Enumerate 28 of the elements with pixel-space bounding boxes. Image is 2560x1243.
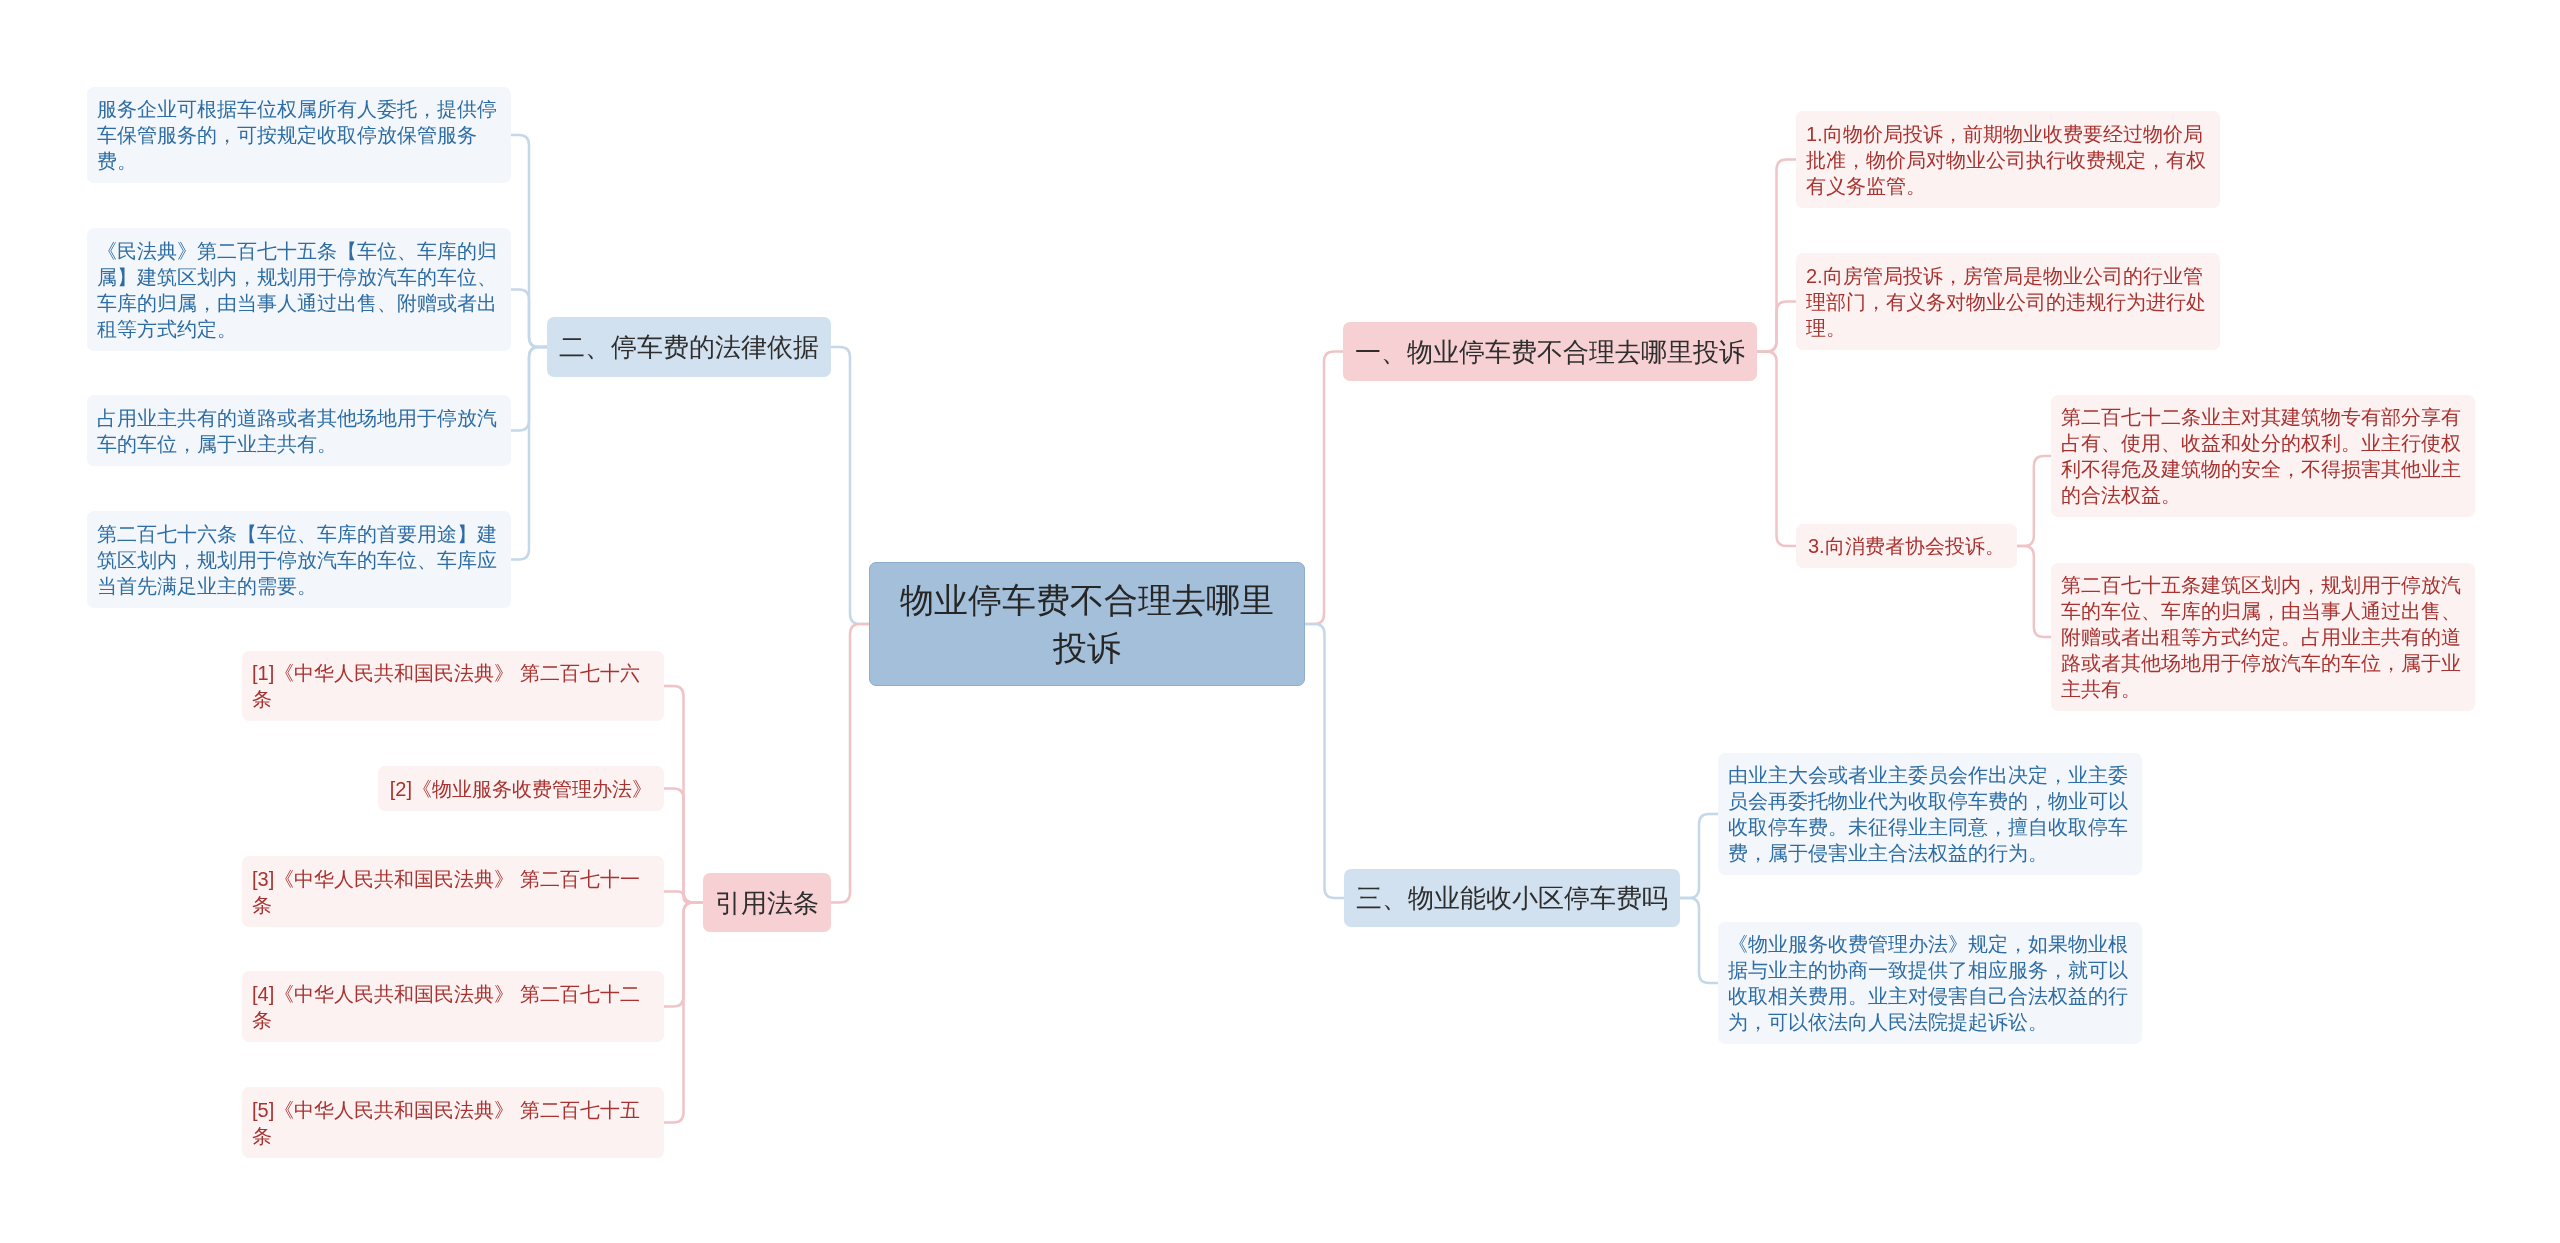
branch-topic-box: 引用法条 (703, 873, 831, 932)
subtopic-box: 3.向消费者协会投诉。 (1796, 524, 2017, 568)
subtopic-box: 第二百七十五条建筑区划内，规划用于停放汽车的车位、车库的归属，由当事人通过出售、附赠或者出租等方式约定。占用业主共有的道路或者其他场地用于停放汽车的车位，属于业主共有。 (2051, 563, 2475, 711)
connector-line (2016, 544, 2051, 639)
connector-line (1680, 896, 1718, 985)
subtopic-box: 占用业主共有的道路或者其他场地用于停放汽车的车位，属于业主共有。 (87, 395, 511, 466)
subtopic-box: 《物业服务收费管理办法》规定，如果物业根据与业主的协商一致提供了相应服务，就可以收取相关费用。业主对侵害自己合法权益的行为，可以依法向人民法院提起诉讼。 (1718, 922, 2142, 1044)
connector-line (831, 622, 869, 904)
branch-topic-box: 二、停车费的法律依据 (547, 317, 831, 377)
branch-topic-box: 三、物业能收小区停车费吗 (1344, 869, 1680, 927)
connector-line (511, 345, 547, 561)
subtopic-box: [3]《中华人民共和国民法典》 第二百七十一条 (242, 856, 664, 927)
subtopic-box: [5]《中华人民共和国民法典》 第二百七十五条 (242, 1087, 664, 1158)
subtopic-box: [2]《物业服务收费管理办法》 (377, 766, 664, 811)
subtopic-box: 1.向物价局投诉，前期物业收费要经过物价局批准，物价局对物业公司执行收费规定，有权有义务监管。 (1796, 111, 2220, 208)
connector-line (1757, 350, 1796, 548)
subtopic-box: [1]《中华人民共和国民法典》 第二百七十六条 (242, 651, 664, 721)
subtopic-box: 由业主大会或者业主委员会作出决定，业主委员会再委托物业代为收取停车费的，物业可以收取停车费。未征得业主同意，擅自收取停车费，属于侵害业主合法权益的行为。 (1718, 753, 2142, 875)
connector-line (664, 901, 703, 1124)
subtopic-box: 第二百七十二条业主对其建筑物专有部分享有占有、使用、收益和处分的权利。业主行使权利不得危及建筑物的安全，不得损害其他业主的合法权益。 (2051, 395, 2475, 517)
branch-topic-box: 一、物业停车费不合理去哪里投诉 (1343, 322, 1757, 381)
subtopic-box: 服务企业可根据车位权属所有人委托，提供停车保管服务的，可按规定收取停放保管服务费。 (87, 87, 511, 183)
subtopic-box: [4]《中华人民共和国民法典》 第二百七十二条 (242, 971, 664, 1042)
subtopic-box: 2.向房管局投诉，房管局是物业公司的行业管理部门，有义务对物业公司的违规行为进行处理。 (1796, 253, 2220, 350)
connector-line (1305, 622, 1344, 900)
central-topic-box: 物业停车费不合理去哪里投诉 (869, 562, 1305, 686)
subtopic-box: 《民法典》第二百七十五条【车位、车库的归属】建筑区划内，规划用于停放汽车的车位、车库的归属，由当事人通过出售、附赠或者出租等方式约定。 (87, 228, 511, 351)
subtopic-box: 第二百七十六条【车位、车库的首要用途】建筑区划内，规划用于停放汽车的车位、车库应当首先满足业主的需要。 (87, 511, 511, 608)
